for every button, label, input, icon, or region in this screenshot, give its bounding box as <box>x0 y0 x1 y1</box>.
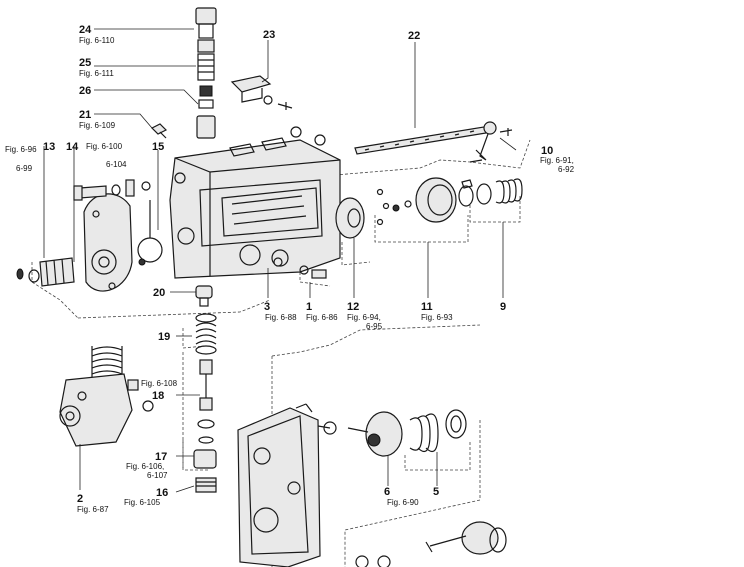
callout-21-number: 21 <box>79 109 91 121</box>
spring-seat-6 <box>347 411 403 457</box>
callout-18-fig: Fig. 6-108 <box>141 379 178 388</box>
banjo-20 <box>195 285 213 307</box>
callout-1-fig: Fig. 6-86 <box>306 313 338 322</box>
fig-6-107-label: 6-107 <box>147 471 168 480</box>
callout-15-number: 15 <box>152 141 164 153</box>
callout-12-number: 12 <box>347 301 359 313</box>
callout-17-number: 17 <box>155 451 167 463</box>
callout-23-number: 23 <box>263 29 275 41</box>
governor-spring-5 <box>409 409 467 453</box>
callout-10-fig: Fig. 6-91, <box>540 156 574 165</box>
fig-6-104-label: 6-104 <box>106 160 127 169</box>
callout-10-number: 10 <box>541 145 553 157</box>
callout-21-fig: Fig. 6-109 <box>79 121 116 130</box>
governor-housing <box>237 403 337 567</box>
callout-labels: 24 Fig. 6-110 25 Fig. 6-111 26 21 Fig. 6… <box>5 24 575 514</box>
callout-5-number: 5 <box>433 486 439 498</box>
callout-18-number: 18 <box>152 390 164 402</box>
callout-2-number: 2 <box>77 493 83 505</box>
bolt-21 <box>150 123 168 139</box>
plunger-assembly <box>142 313 217 493</box>
callout-12-fig: Fig. 6-94, <box>347 313 381 322</box>
callout-6-fig: Fig. 6-90 <box>387 498 419 507</box>
callout-2-fig: Fig. 6-87 <box>77 505 109 514</box>
control-rack-22 <box>354 121 513 163</box>
fig-6-99-label: 6-99 <box>16 164 33 173</box>
callout-24-fig: Fig. 6-110 <box>79 36 115 45</box>
callout-16-number: 16 <box>156 487 168 499</box>
callout-25-number: 25 <box>79 57 91 69</box>
pump-housing <box>169 126 341 279</box>
callout-25-fig: Fig. 6-111 <box>79 69 114 78</box>
callout-24-number: 24 <box>79 24 92 36</box>
bolt-1 <box>299 265 327 279</box>
fig-6-92-label: 6-92 <box>558 165 575 174</box>
governor-lever <box>355 521 507 567</box>
callout-22-number: 22 <box>408 30 420 42</box>
callout-13-number: 13 <box>43 141 55 153</box>
callout-20-number: 20 <box>153 287 165 299</box>
leader-lines <box>43 28 517 493</box>
flyweight-12 <box>335 188 412 239</box>
spring-9 <box>495 178 523 204</box>
fig-6-96-label: Fig. 6-96 <box>5 145 37 154</box>
fig-6-95-label: 6-95 <box>366 322 383 331</box>
callout-19-number: 19 <box>158 331 170 343</box>
callout-17-fig: Fig. 6-106, <box>126 462 164 471</box>
callout-16-fig: Fig. 6-105 <box>124 498 161 507</box>
callout-14-fig: Fig. 6-100 <box>86 142 123 151</box>
callout-9-number: 9 <box>500 301 506 313</box>
callout-3-fig: Fig. 6-88 <box>265 313 297 322</box>
feed-pump-2 <box>59 346 139 447</box>
coupling-13 <box>16 257 75 287</box>
cover-plate-14 <box>83 193 133 292</box>
callout-26-number: 26 <box>79 85 91 97</box>
callout-11-fig: Fig. 6-93 <box>421 313 453 322</box>
bracket-23 <box>230 75 293 110</box>
callout-11-number: 11 <box>421 301 433 313</box>
callout-14-number: 14 <box>66 141 79 153</box>
callout-6-number: 6 <box>384 486 390 498</box>
diaphragm-11 <box>415 177 492 223</box>
callout-1-number: 1 <box>306 301 312 313</box>
callout-3-number: 3 <box>264 301 270 313</box>
delivery-valve-holder <box>195 7 217 139</box>
